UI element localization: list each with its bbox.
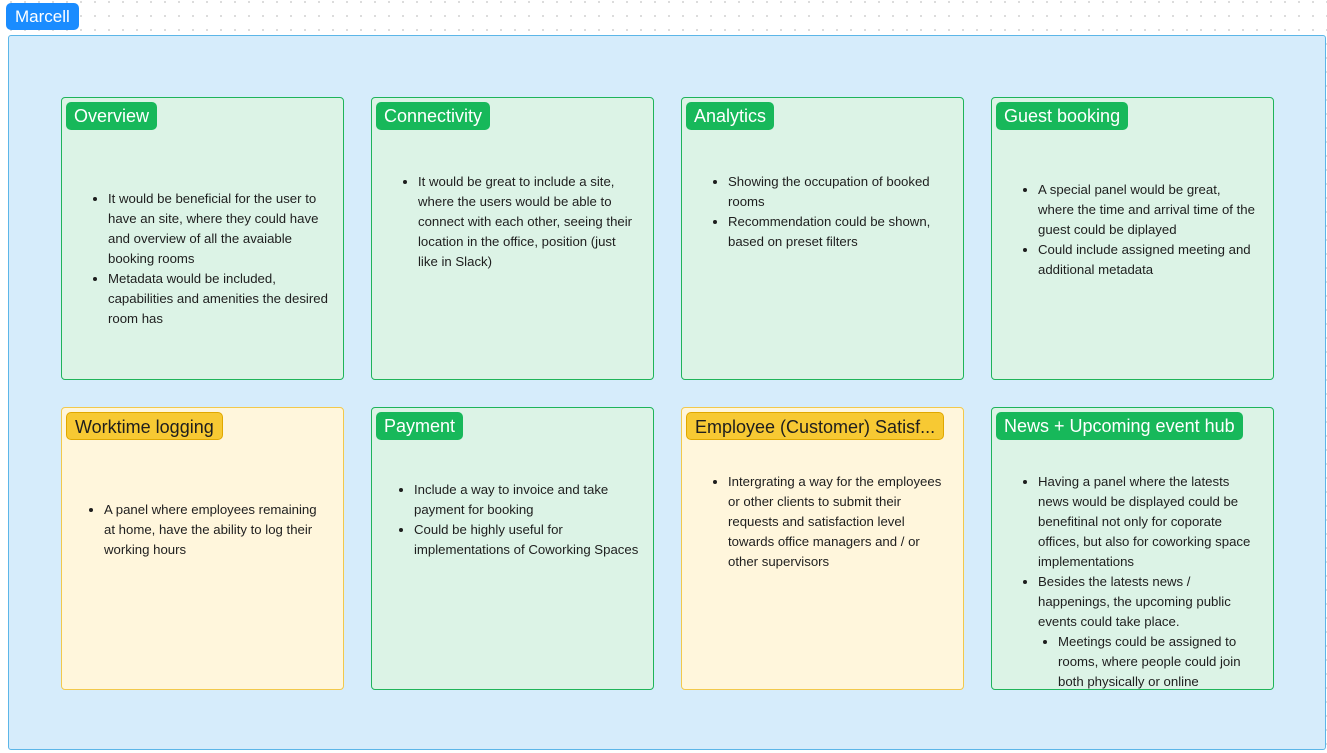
bullet-item: Intergrating a way for the employees or … (728, 472, 949, 572)
bullet-text: Besides the latests news / happenings, t… (1038, 574, 1231, 629)
sticky-title[interactable]: Guest booking (996, 102, 1129, 130)
bullet-list: A special panel would be great, where th… (1016, 180, 1259, 280)
sticky-title[interactable]: Employee (Customer) Satisf... (686, 412, 945, 440)
bullet-item: Showing the occupation of booked rooms (728, 172, 949, 212)
nested-bullet-item: Meetings could be assigned to rooms, whe… (1058, 632, 1259, 689)
sticky-note-worktime-logging[interactable]: Worktime logging A panel where employees… (61, 407, 344, 690)
sticky-note-news-event-hub[interactable]: News + Upcoming event hub Having a panel… (991, 407, 1274, 690)
bullet-list: Having a panel where the latests news wo… (1016, 472, 1259, 689)
bullet-item: Could be highly useful for implementatio… (414, 520, 639, 560)
sticky-title[interactable]: Connectivity (376, 102, 491, 130)
bullet-item: Recommendation could be shown, based on … (728, 212, 949, 252)
bullet-item: A panel where employees remaining at hom… (104, 500, 329, 560)
nested-bullet-list: Meetings could be assigned to rooms, whe… (1038, 632, 1259, 689)
sticky-title[interactable]: News + Upcoming event hub (996, 412, 1243, 440)
sticky-body: Include a way to invoice and take paymen… (372, 444, 653, 689)
sticky-body: Showing the occupation of booked rooms R… (682, 134, 963, 379)
sticky-body: Intergrating a way for the employees or … (682, 444, 963, 689)
sticky-body: A panel where employees remaining at hom… (62, 444, 343, 689)
sticky-body: Having a panel where the latests news wo… (992, 444, 1273, 689)
sticky-note-employee-satisfaction[interactable]: Employee (Customer) Satisf... Intergrati… (681, 407, 964, 690)
bullet-item: Include a way to invoice and take paymen… (414, 480, 639, 520)
bullet-list: It would be great to include a site, whe… (396, 172, 639, 272)
sticky-note-overview[interactable]: Overview It would be beneficial for the … (61, 97, 344, 380)
bullet-list: Include a way to invoice and take paymen… (392, 480, 639, 560)
bullet-item: Metadata would be included, capabilities… (108, 269, 329, 329)
sticky-body: It would be beneficial for the user to h… (62, 134, 343, 379)
sticky-title[interactable]: Overview (66, 102, 158, 130)
section-label[interactable]: Marcell (6, 3, 79, 30)
bullet-item: It would be great to include a site, whe… (418, 172, 639, 272)
section-frame[interactable]: Overview It would be beneficial for the … (8, 35, 1326, 750)
bullet-item: Having a panel where the latests news wo… (1038, 472, 1259, 572)
sticky-note-analytics[interactable]: Analytics Showing the occupation of book… (681, 97, 964, 380)
sticky-note-connectivity[interactable]: Connectivity It would be great to includ… (371, 97, 654, 380)
bullet-list: A panel where employees remaining at hom… (82, 500, 329, 560)
sticky-title[interactable]: Worktime logging (66, 412, 223, 440)
bullet-list: Showing the occupation of booked rooms R… (706, 172, 949, 252)
sticky-note-payment[interactable]: Payment Include a way to invoice and tak… (371, 407, 654, 690)
bullet-item: Besides the latests news / happenings, t… (1038, 572, 1259, 689)
sticky-title[interactable]: Payment (376, 412, 464, 440)
sticky-body: It would be great to include a site, whe… (372, 134, 653, 379)
sticky-title[interactable]: Analytics (686, 102, 775, 130)
bullet-list: Intergrating a way for the employees or … (706, 472, 949, 572)
bullet-item: A special panel would be great, where th… (1038, 180, 1259, 240)
bullet-item: Could include assigned meeting and addit… (1038, 240, 1259, 280)
sticky-note-guest-booking[interactable]: Guest booking A special panel would be g… (991, 97, 1274, 380)
sticky-body: A special panel would be great, where th… (992, 134, 1273, 379)
bullet-list: It would be beneficial for the user to h… (86, 189, 329, 329)
bullet-item: It would be beneficial for the user to h… (108, 189, 329, 269)
